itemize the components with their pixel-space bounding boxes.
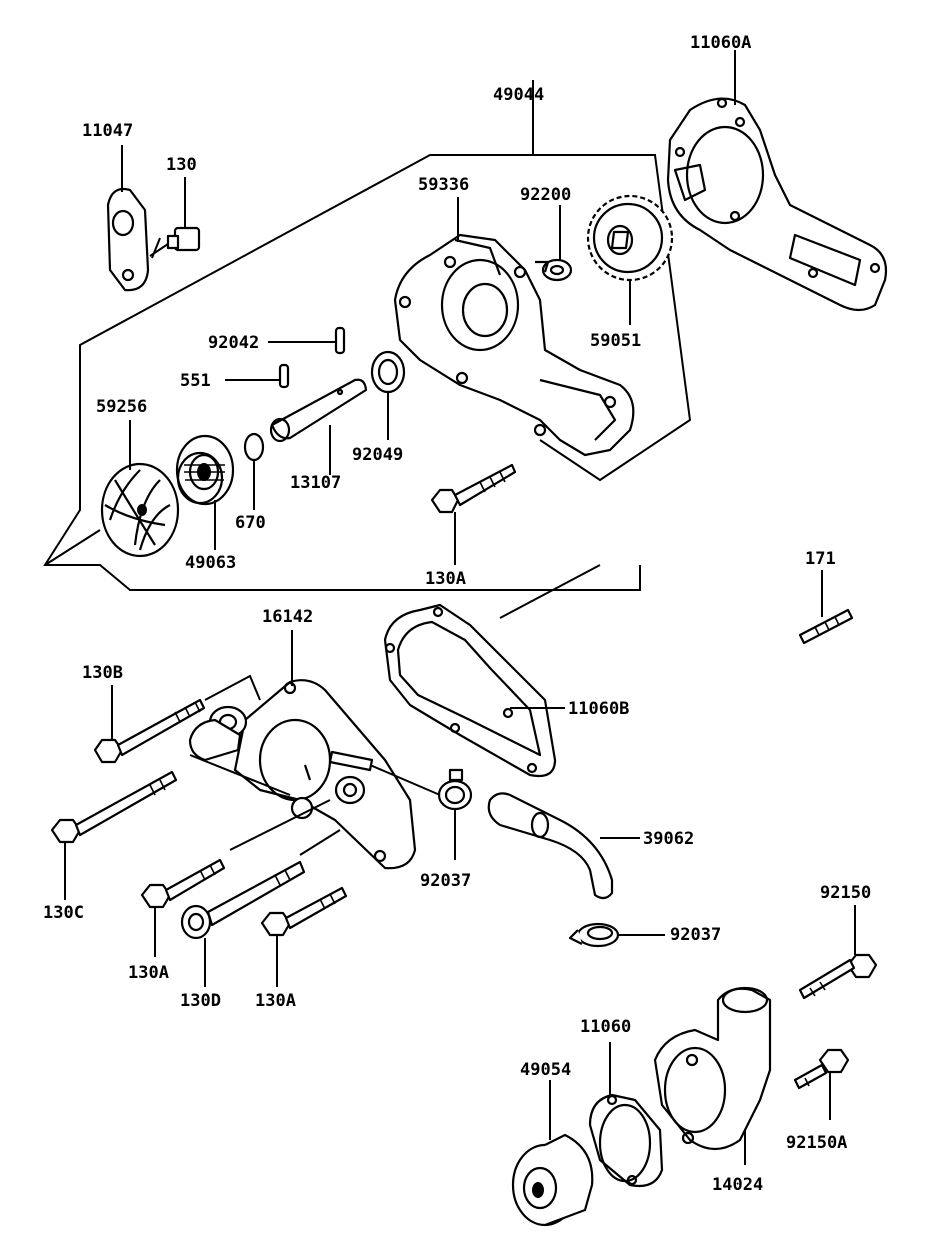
label-670: 670	[235, 513, 266, 533]
pump-cover-16142	[188, 679, 417, 870]
pump-housing-59336	[393, 233, 635, 457]
gasket-11060	[588, 1093, 664, 1188]
label-130D: 130D	[180, 991, 221, 1011]
bolt-92150	[798, 953, 878, 1000]
housing-14024	[653, 986, 772, 1151]
label-92150A: 92150A	[786, 1133, 847, 1153]
label-49063: 49063	[185, 553, 236, 573]
bolt-130A-top	[430, 463, 517, 514]
label-551: 551	[180, 371, 211, 391]
label-92042: 92042	[208, 333, 259, 353]
label-130A-right: 130A	[255, 991, 296, 1011]
label-92150: 92150	[820, 883, 871, 903]
label-59256: 59256	[96, 397, 147, 417]
label-11060B: 11060B	[568, 699, 629, 719]
label-171: 171	[805, 549, 836, 569]
mech-seal-49063	[175, 434, 235, 506]
plate-11047	[106, 187, 150, 292]
hose-39062	[487, 792, 614, 900]
bolt-130C	[50, 770, 178, 844]
label-11060A: 11060A	[690, 33, 751, 53]
bolt-130A-left	[140, 858, 226, 909]
label-92049: 92049	[352, 445, 403, 465]
clip-92200	[535, 258, 573, 282]
assembly-49044-outline	[43, 80, 692, 619]
gear-59051	[586, 194, 674, 282]
leader-lines	[64, 50, 856, 1165]
gasket-11060A	[666, 97, 888, 312]
clamp-92037-upper	[437, 768, 473, 811]
label-49054: 49054	[520, 1060, 571, 1080]
oring-670	[243, 432, 265, 462]
shaft-13107	[269, 378, 368, 443]
bolt-130	[149, 226, 201, 259]
label-92037-upper: 92037	[420, 871, 471, 891]
label-13107: 13107	[290, 473, 341, 493]
label-130: 130	[166, 155, 197, 175]
label-92037-lower: 92037	[670, 925, 721, 945]
thermostat-49054	[511, 1133, 594, 1227]
label-14024: 14024	[712, 1175, 763, 1195]
stud-171	[798, 608, 854, 645]
label-130C: 130C	[43, 903, 84, 923]
label-59336: 59336	[418, 175, 469, 195]
label-92200: 92200	[520, 185, 571, 205]
pin-92042	[334, 326, 346, 355]
label-11060: 11060	[580, 1017, 631, 1037]
bolt-130D	[180, 860, 306, 940]
label-130A-left: 130A	[128, 963, 169, 983]
bolt-130B	[93, 698, 206, 764]
gasket-11060B	[383, 603, 557, 778]
label-49044: 49044	[493, 85, 544, 105]
label-130B: 130B	[82, 663, 123, 683]
part-labels: 11060A 49044 11047 130 59336 92200 92042…	[43, 33, 871, 1195]
bolt-92150A	[793, 1048, 850, 1090]
clamp-92037-lower	[568, 922, 620, 948]
seal-92049	[370, 350, 406, 394]
bolt-130A-right	[260, 886, 348, 937]
label-59051: 59051	[590, 331, 641, 351]
label-16142: 16142	[262, 607, 313, 627]
label-11047: 11047	[82, 121, 133, 141]
label-130A-top: 130A	[425, 569, 466, 589]
label-39062: 39062	[643, 829, 694, 849]
impeller-59256	[100, 462, 180, 558]
pin-551	[278, 363, 290, 389]
